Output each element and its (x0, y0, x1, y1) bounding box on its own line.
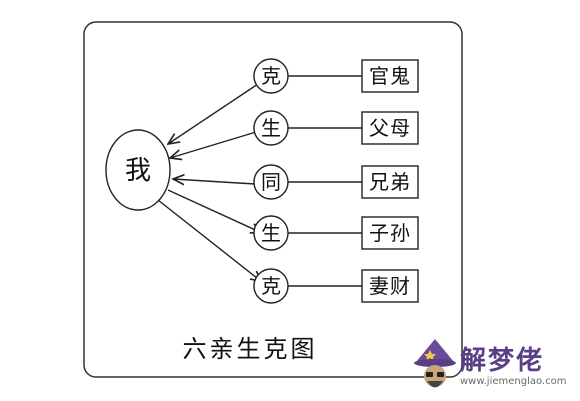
relation-node-3 (253, 164, 289, 200)
center-node (105, 129, 171, 211)
arrow-to-center-3 (173, 179, 256, 184)
relation-label-3: 同 (261, 170, 281, 194)
relation-node-5 (253, 268, 289, 304)
role-label-4: 子孙 (369, 221, 411, 245)
role-label-5: 妻财 (369, 274, 411, 298)
relation-label-4: 生 (261, 221, 281, 245)
relation-node-4 (253, 215, 289, 251)
watermark: 解梦佬 www.jiemenglao.com (412, 336, 577, 396)
watermark-title: 解梦佬 (460, 346, 545, 376)
role-box-1 (361, 59, 419, 93)
watermark-url: www.jiemenglao.com (460, 376, 567, 387)
role-box-3 (361, 165, 419, 199)
role-box-4 (361, 216, 419, 250)
arrow-to-center-2 (170, 131, 257, 158)
relation-node-2 (253, 110, 289, 146)
relation-label-5: 克 (261, 274, 281, 298)
diagram-frame (83, 21, 463, 378)
arrow-to-center-1 (168, 83, 259, 144)
relation-label-2: 生 (261, 116, 281, 140)
arrow-from-center-4 (167, 189, 262, 233)
relation-node-1 (253, 58, 289, 94)
relation-label-1: 克 (261, 64, 281, 88)
role-box-5 (361, 269, 419, 303)
arrow-from-center-5 (157, 199, 262, 282)
wizard-hat-mascot-icon (414, 339, 456, 388)
role-box-2 (361, 111, 419, 145)
diagram-caption: 六亲生克图 (183, 335, 318, 363)
center-node-label: 我 (125, 156, 151, 186)
role-label-1: 官鬼 (369, 64, 411, 88)
role-label-2: 父母 (369, 116, 411, 140)
role-label-3: 兄弟 (369, 170, 411, 194)
